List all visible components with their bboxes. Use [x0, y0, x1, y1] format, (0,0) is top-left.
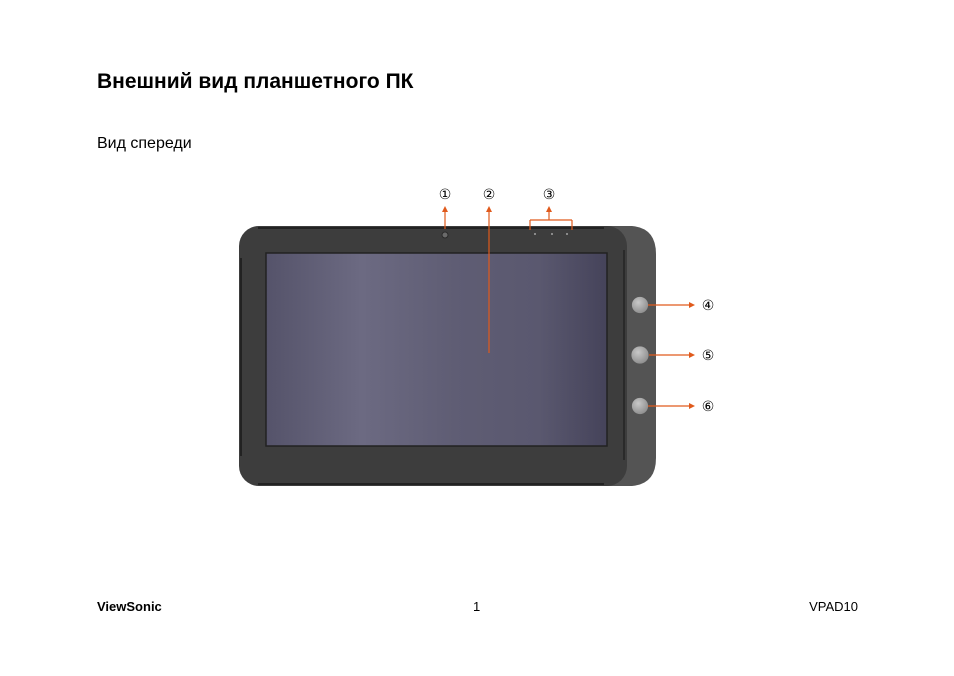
side-button-top — [631, 296, 649, 314]
side-button-middle — [630, 345, 650, 365]
arrow-head-2 — [486, 206, 492, 212]
callout-2: ② — [483, 187, 496, 203]
indicator-led-1 — [534, 233, 536, 235]
callout-5: ⑤ — [702, 348, 715, 364]
page-title: Внешний вид планшетного ПК — [97, 70, 414, 93]
front-camera — [441, 231, 449, 239]
arrow-head-1 — [442, 206, 448, 212]
arrow-head-5 — [689, 352, 695, 358]
callout-1: ① — [439, 187, 452, 203]
callout-6: ⑥ — [702, 399, 715, 415]
footer-page-number: 1 — [473, 599, 481, 614]
arrow-head-6 — [689, 403, 695, 409]
indicator-led-2 — [551, 233, 553, 235]
side-button-bottom — [631, 397, 649, 415]
tablet-screen — [265, 252, 608, 447]
arrow-head-4 — [689, 302, 695, 308]
callout-3: ③ — [543, 187, 556, 203]
footer-model: VPAD10 — [809, 599, 858, 614]
indicator-led-3 — [566, 233, 568, 235]
arrow-head-3 — [546, 206, 552, 212]
footer-brand: ViewSonic — [97, 599, 162, 614]
callout-4: ④ — [702, 298, 715, 314]
section-subtitle: Вид спереди — [97, 135, 192, 152]
